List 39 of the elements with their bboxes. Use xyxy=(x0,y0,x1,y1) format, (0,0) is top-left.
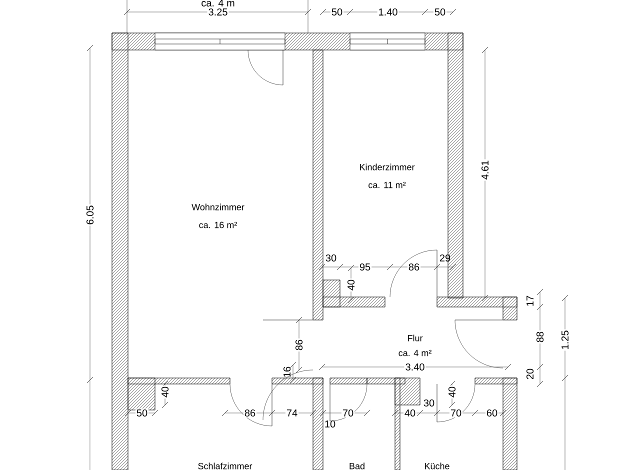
dimension-label: 1.25 xyxy=(560,329,570,351)
room-name: Flur xyxy=(408,334,423,342)
dimension-label: 86 xyxy=(294,338,304,352)
dimension-label: 86 xyxy=(243,408,257,418)
dimension-label: 40 xyxy=(160,385,170,399)
area-label: ca. 11 m² xyxy=(368,182,406,188)
room-name: Wohnzimmer xyxy=(192,204,244,210)
dimension-label: 20 xyxy=(526,368,534,380)
area-label: ca. 16 m² xyxy=(199,222,237,228)
dimension-label: ca. 4 m xyxy=(202,0,234,6)
dimension-label: 86 xyxy=(407,262,421,272)
dimension-label: 30 xyxy=(424,399,434,407)
dimension-label: 10 xyxy=(325,420,336,428)
dimension-label: 40 xyxy=(346,278,356,292)
area-label: ca. 4 m² xyxy=(398,350,432,356)
dimension-label: 95 xyxy=(358,262,372,272)
dimension-label: 70 xyxy=(341,408,355,418)
dimension-label: 16 xyxy=(283,366,291,377)
room-name: Kinderzimmer xyxy=(360,164,415,170)
room-name: Schlafzimmer xyxy=(198,462,252,470)
dimension-label: 70 xyxy=(449,408,463,418)
dimension-label: 50 xyxy=(433,7,447,17)
dimension-label: 3.25 xyxy=(207,7,229,17)
dimension-label: 50 xyxy=(135,408,149,418)
dimension-label: 6.05 xyxy=(85,204,95,226)
room-name: Küche xyxy=(424,462,450,470)
dimension-label: 30 xyxy=(326,254,336,262)
dimension-label: 74 xyxy=(285,408,299,418)
dimension-label: 50 xyxy=(330,7,344,17)
room-name: Bad xyxy=(350,462,364,470)
dimension-label: 29 xyxy=(440,254,450,262)
dimension-label: 17 xyxy=(526,296,534,306)
dimension-label: 60 xyxy=(485,408,499,418)
dimension-label: 40 xyxy=(447,385,457,399)
dimension-label: 88 xyxy=(535,330,545,344)
dimension-label: 4.61 xyxy=(480,159,490,181)
dimension-label: 3.40 xyxy=(404,362,426,372)
dimension-label: 1.40 xyxy=(377,7,399,17)
dimension-label: 40 xyxy=(403,408,417,418)
